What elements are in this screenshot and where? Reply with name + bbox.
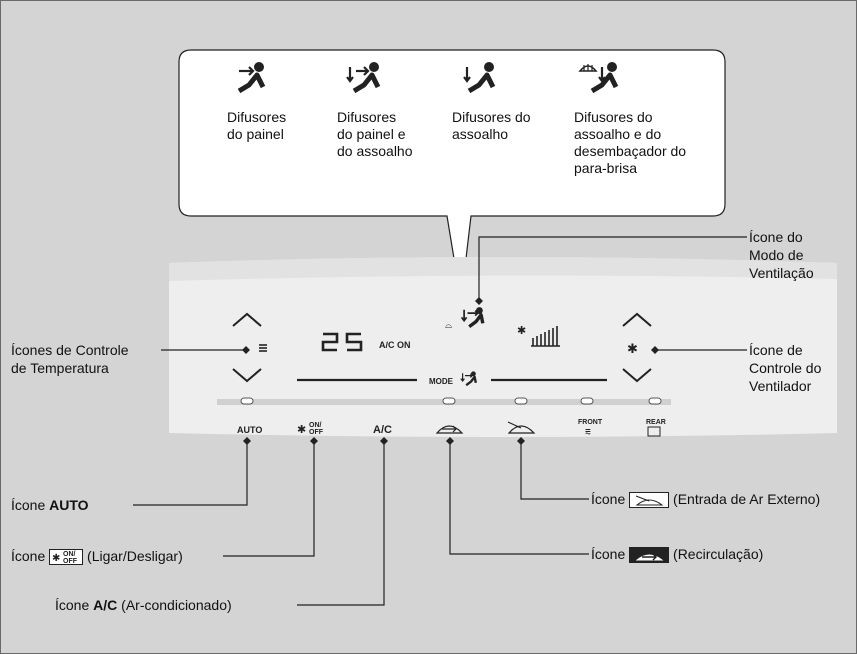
svg-text:OFF: OFF bbox=[63, 558, 78, 565]
control-panel bbox=[169, 257, 837, 437]
ac-on-indicator: A/C ON bbox=[379, 340, 411, 350]
svg-text:OFF: OFF bbox=[309, 429, 324, 436]
svg-text:FRONT: FRONT bbox=[578, 419, 603, 426]
ac-button[interactable]: A/C bbox=[373, 424, 392, 436]
mode-label-panel: Difusores do painel bbox=[227, 109, 287, 142]
fan-onoff-button[interactable]: ✱ ON/ OFF bbox=[297, 422, 324, 436]
temp-up-arrow[interactable] bbox=[232, 312, 262, 327]
fresh-air-callout: Ícone (Entrada de Ar Externo) bbox=[591, 491, 821, 509]
fan-down-arrow[interactable] bbox=[622, 368, 652, 383]
floor-defrost-vent-icon bbox=[578, 62, 619, 94]
fan-level-icon: ✱ bbox=[517, 325, 560, 347]
panel-vent-mode-icon bbox=[460, 307, 485, 329]
bilevel-vent-icon bbox=[346, 62, 381, 94]
svg-text:⩳: ⩳ bbox=[585, 427, 591, 438]
fresh-air-icon bbox=[629, 492, 670, 509]
ac-callout: Ícone A/C (Ar-condicionado) bbox=[55, 597, 232, 613]
mode-button-icon[interactable] bbox=[460, 371, 477, 387]
mode-label-bilevel: Difusores do painel e do assoalho bbox=[337, 109, 413, 159]
recirculation-button[interactable] bbox=[435, 425, 464, 434]
fan-control-callout: Ícone de Controle do Ventilador bbox=[749, 342, 822, 394]
temp-down-arrow[interactable] bbox=[232, 368, 262, 383]
auto-button[interactable]: AUTO bbox=[237, 425, 262, 435]
temperature-display bbox=[321, 332, 363, 352]
mode-label-floor-defrost: Difusores do assoalho e do desembaçador … bbox=[574, 109, 687, 176]
floor-vent-icon bbox=[463, 62, 496, 94]
rear-defrost-button[interactable]: REAR bbox=[646, 419, 666, 437]
svg-text:ON/: ON/ bbox=[309, 422, 322, 429]
svg-text:✱: ✱ bbox=[52, 553, 60, 564]
fan-onoff-icon: ✱ON/OFF bbox=[49, 549, 84, 566]
temp-control-callout: Ícones de Controle de Temperatura bbox=[11, 342, 129, 376]
front-defrost-button[interactable]: FRONT ⩳ bbox=[578, 419, 603, 438]
indicator-leds bbox=[240, 397, 662, 405]
svg-text:✱: ✱ bbox=[297, 424, 306, 436]
mode-label-floor: Difusores do assoalho bbox=[452, 109, 531, 142]
svg-text:✱: ✱ bbox=[517, 325, 526, 337]
mode-label: MODE bbox=[429, 377, 454, 386]
recirculation-callout: Ícone (Recirculação) bbox=[591, 546, 764, 564]
auto-callout: Ícone AUTO bbox=[11, 497, 89, 513]
temp-menu-icon bbox=[259, 344, 267, 352]
leader-dots bbox=[242, 297, 659, 445]
vent-mode-callout: Ícone do Modo de Ventilação bbox=[749, 229, 814, 281]
fan-up-arrow[interactable] bbox=[622, 312, 652, 327]
defrost-small-icon: ⌓ bbox=[445, 320, 452, 330]
svg-text:REAR: REAR bbox=[646, 419, 666, 426]
fresh-air-button[interactable] bbox=[507, 421, 536, 434]
recirculation-icon bbox=[629, 547, 670, 564]
leader-lines bbox=[133, 236, 747, 606]
vent-mode-icons bbox=[237, 62, 619, 94]
svg-text:ON/: ON/ bbox=[63, 551, 76, 558]
panel-vent-icon bbox=[237, 62, 266, 94]
fan-small-icon: ✱ bbox=[627, 341, 638, 356]
onoff-callout: Ícone ✱ON/OFF (Ligar/Desligar) bbox=[11, 548, 183, 566]
